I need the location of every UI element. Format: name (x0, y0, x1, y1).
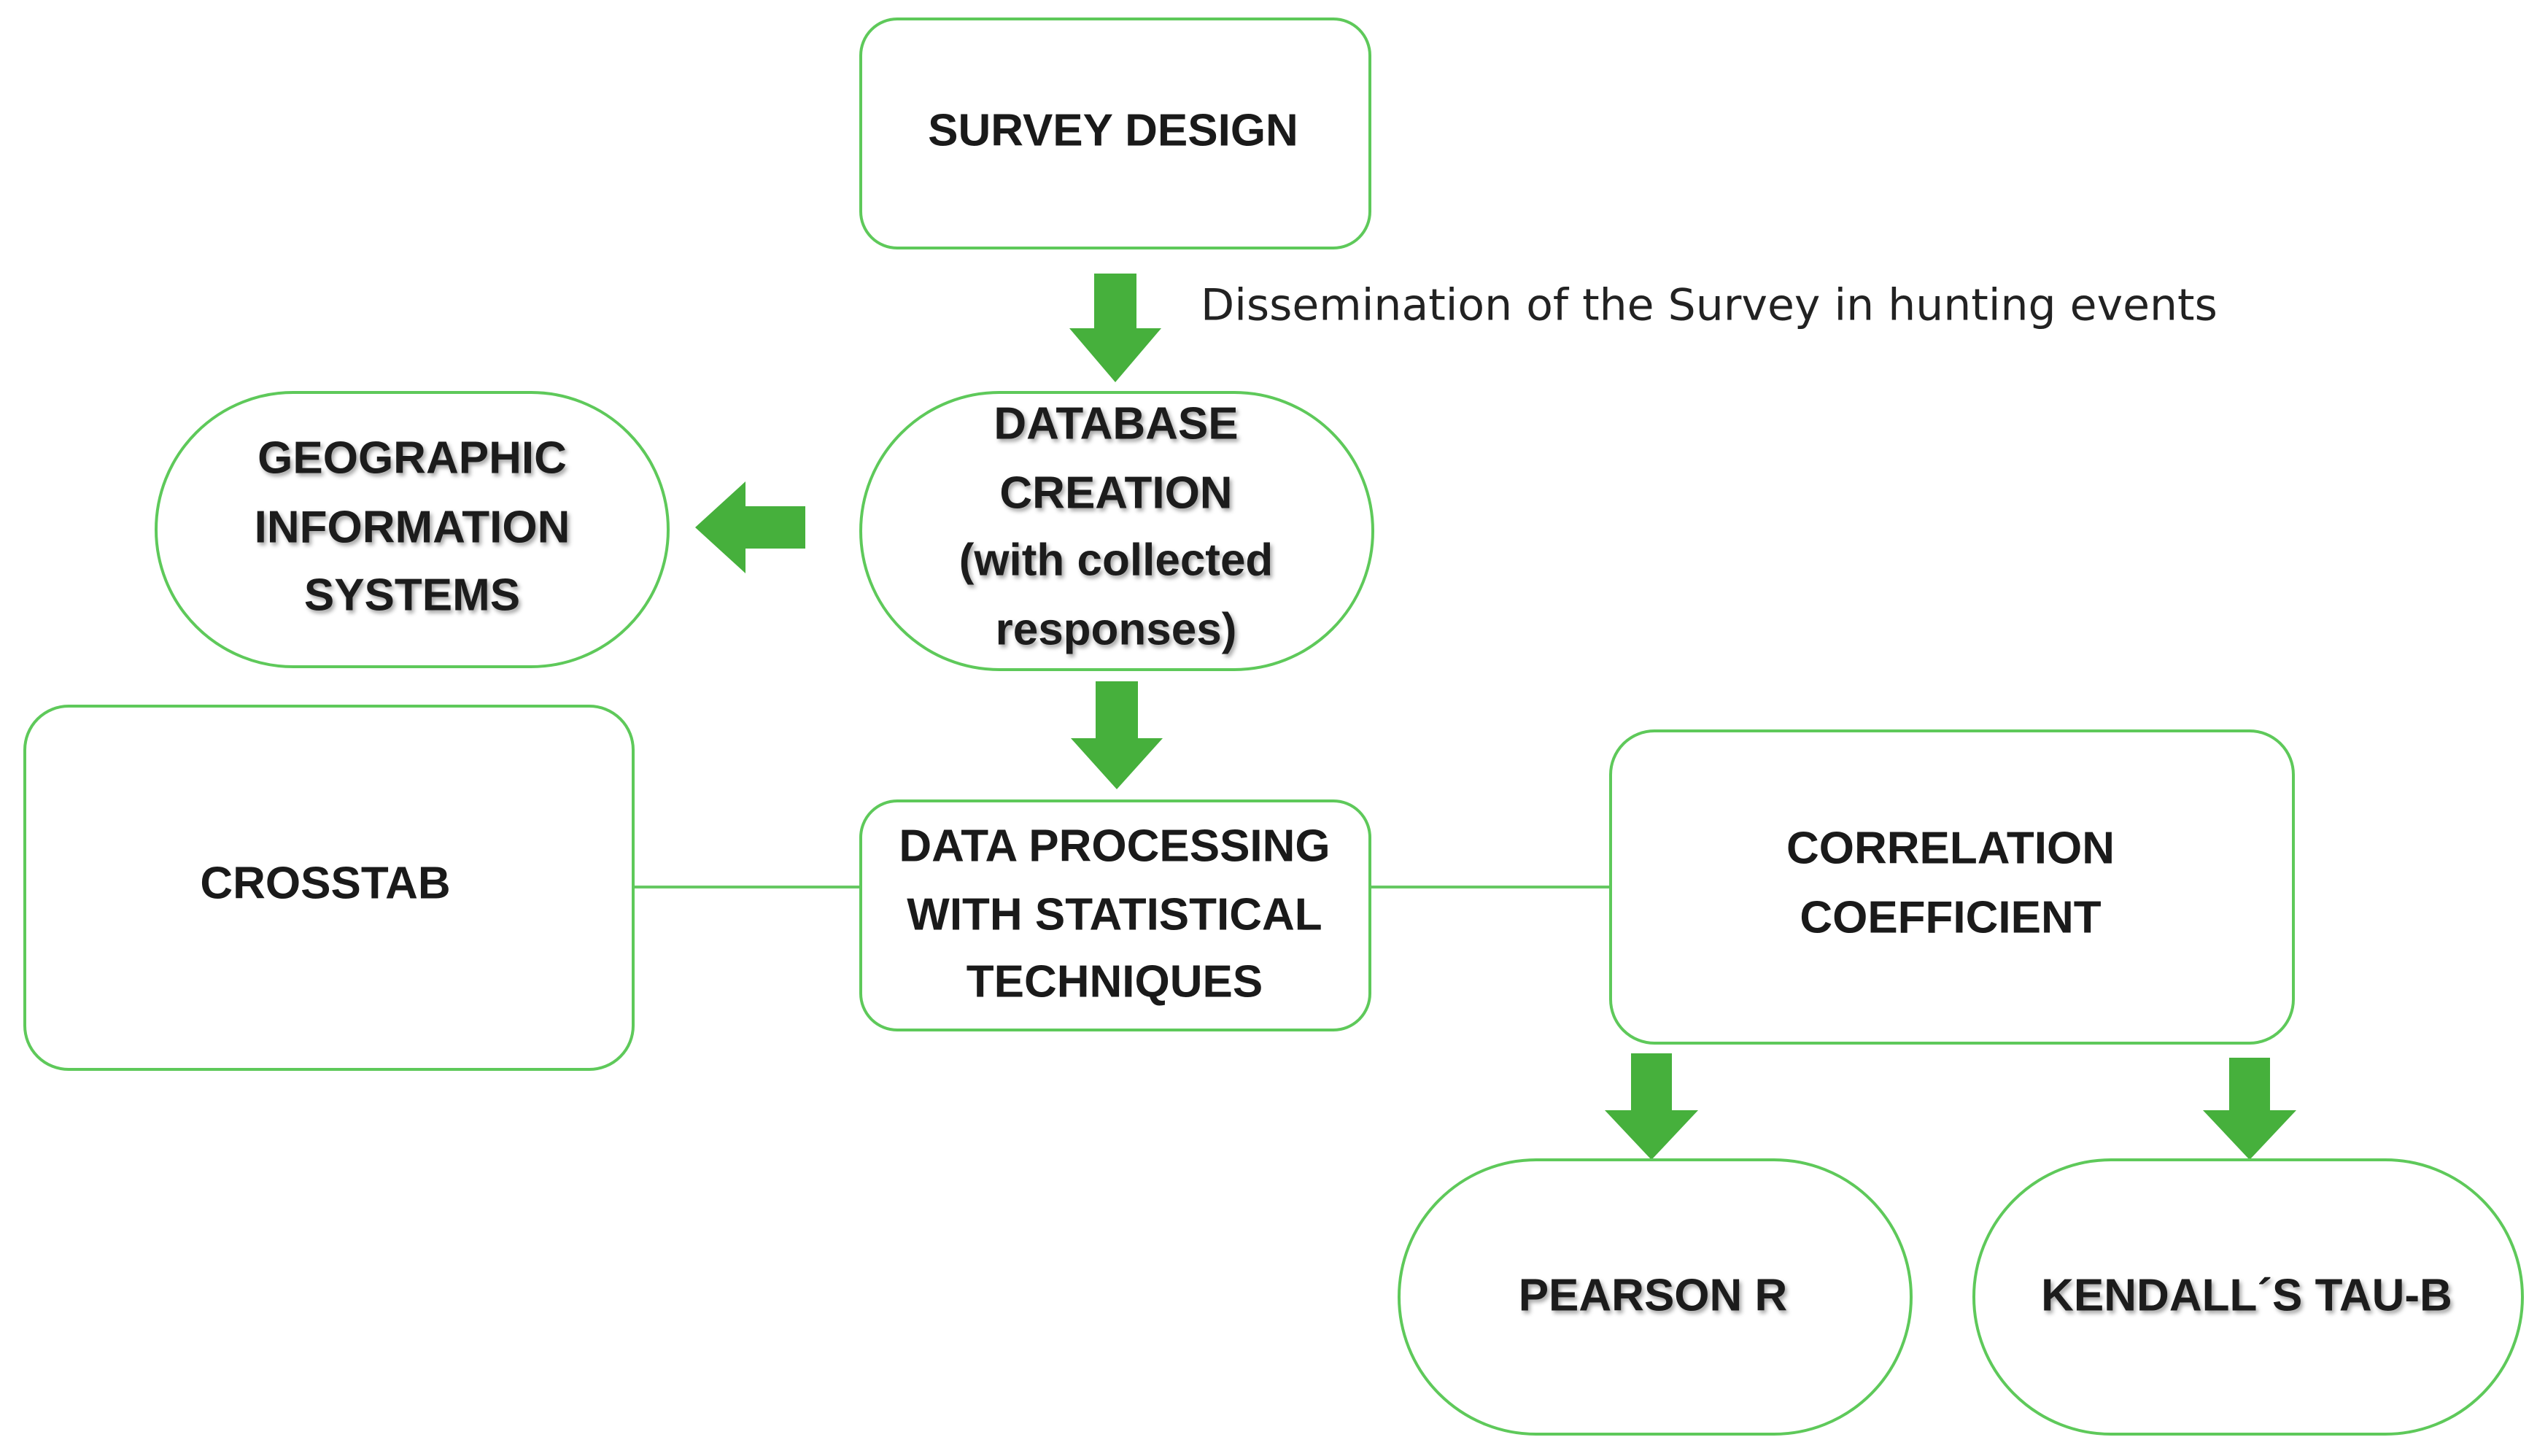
data-processing-box (859, 799, 1371, 1031)
pearson-r-label: PEARSON R (1519, 1270, 1788, 1320)
geographic-information-systems-box (155, 391, 670, 668)
database-creation-box (859, 391, 1374, 671)
data-processing-node: DATA PROCESSING WITH STATISTICAL TECHNIQ… (859, 799, 1371, 1031)
arrow-down-correlation-to-pearson (1605, 1053, 1698, 1160)
database-creation-label-line-1: DATABASE (994, 398, 1238, 449)
arrow-down-correlation-to-kendall (2203, 1058, 2296, 1160)
correlation-coefficient-label-line-2: COEFFICIENT (1800, 892, 2101, 942)
survey-design-node: SURVEY DESIGN (859, 18, 1371, 249)
database-creation-label-line-2: CREATION (999, 468, 1232, 518)
database-creation-label-line-3: (with collected (959, 535, 1274, 585)
arrow-down-survey-to-database (1069, 274, 1161, 382)
kendalls-tau-b-node: KENDALL´S TAU-B (1972, 1158, 2524, 1436)
gis-label-line-1: GEOGRAPHIC (257, 433, 567, 483)
data-processing-label-line-1: DATA PROCESSING (899, 821, 1330, 871)
data-processing-label-line-2: WITH STATISTICAL (907, 889, 1322, 940)
kendalls-tau-b-label: KENDALL´S TAU-B (2041, 1270, 2452, 1320)
geographic-information-systems-node: GEOGRAPHIC INFORMATION SYSTEMS (155, 391, 670, 668)
survey-design-label: SURVEY DESIGN (928, 105, 1298, 155)
arrow-down-database-to-processing (1071, 681, 1163, 789)
database-creation-label-line-4: responses) (996, 604, 1237, 654)
crosstab-label: CROSSTAB (200, 858, 450, 908)
dissemination-annotation: Dissemination of the Survey in hunting e… (1201, 280, 2218, 331)
correlation-coefficient-box (1609, 729, 2295, 1045)
survey-design-box (859, 18, 1371, 249)
arrow-left-database-to-gis (695, 481, 805, 573)
kendalls-tau-b-box (1972, 1158, 2524, 1436)
gis-label-line-3: SYSTEMS (304, 570, 520, 620)
data-processing-label-line-3: TECHNIQUES (967, 956, 1263, 1007)
database-creation-node: DATABASE CREATION (with collected respon… (859, 391, 1374, 671)
correlation-coefficient-node: CORRELATION COEFFICIENT (1609, 729, 2295, 1045)
pearson-r-box (1398, 1158, 1913, 1436)
gis-label-line-2: INFORMATION (255, 502, 570, 552)
correlation-coefficient-label-line-1: CORRELATION (1786, 823, 2115, 873)
crosstab-box (23, 705, 635, 1071)
crosstab-node: CROSSTAB (23, 705, 635, 1071)
pearson-r-node: PEARSON R (1398, 1158, 1913, 1436)
